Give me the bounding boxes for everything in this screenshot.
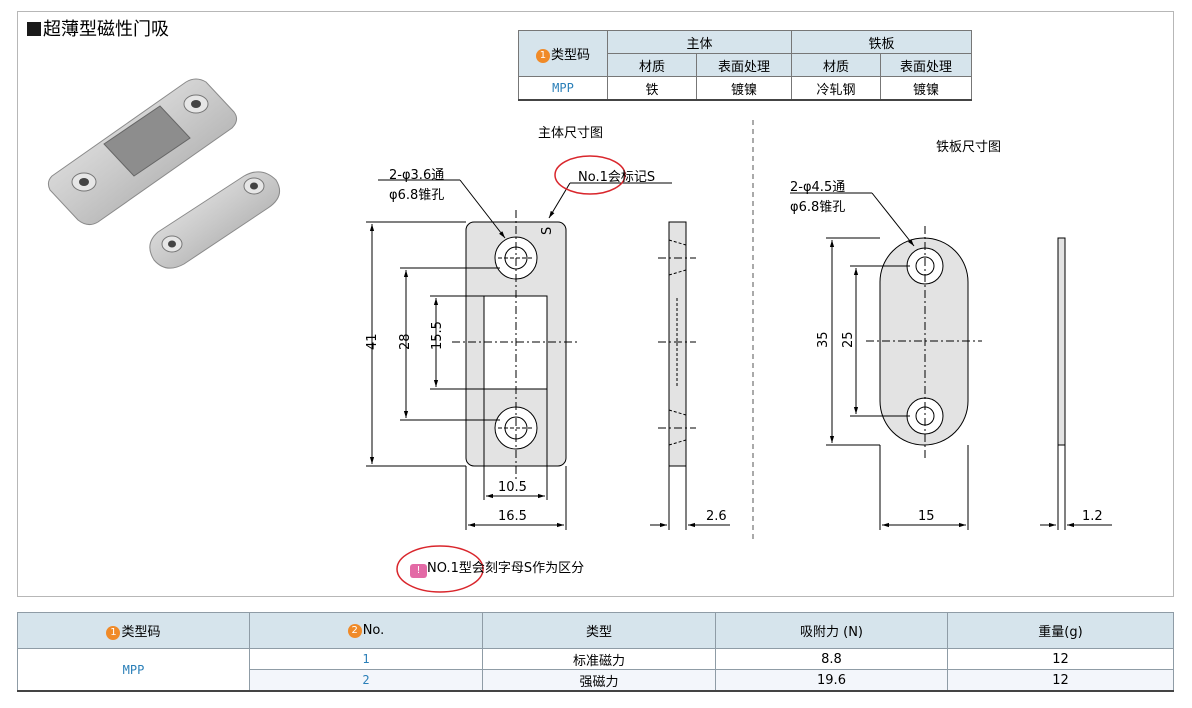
main-dim-lines: [366, 179, 672, 530]
type-header: 类型: [482, 612, 716, 649]
dim-15: 15: [918, 509, 935, 524]
dim-15-5: 15.5: [430, 321, 445, 350]
no-cell: 1: [249, 648, 483, 670]
plate-countersink-label: φ6.8锥孔: [790, 200, 846, 215]
type-cell: 强磁力: [482, 669, 716, 692]
main-body-side-view: [650, 221, 730, 530]
dim-1-2: 1.2: [1082, 509, 1103, 524]
plate-hole-label: 2-φ4.5通: [790, 180, 846, 195]
dim-28: 28: [398, 333, 413, 350]
material-header-2: 材质: [791, 53, 881, 77]
no-cell: 2: [249, 669, 483, 692]
square-bullet-icon: [27, 22, 41, 36]
weight-cell: 12: [947, 669, 1174, 692]
main-body-front-view: [452, 210, 580, 480]
weight-header: 重量(g): [947, 612, 1174, 649]
main-caption: 主体尺寸图: [538, 126, 604, 141]
s-mark: S: [540, 227, 555, 235]
plate-surface-cell: 镀镍: [880, 76, 972, 101]
plate-caption: 铁板尺寸图: [936, 140, 1002, 155]
mark-note: No.1会标记S: [578, 170, 656, 185]
iron-plate-header: 铁板: [791, 30, 972, 54]
dim-2-6: 2.6: [706, 509, 727, 524]
highlight-circle-2: [396, 545, 484, 593]
force-header: 吸附力 (N): [715, 612, 948, 649]
main-hole-label: 2-φ3.6通: [389, 168, 445, 183]
info-icon: !: [410, 564, 427, 578]
weight-cell: 12: [947, 648, 1174, 670]
dim-16-5: 16.5: [498, 509, 527, 524]
force-cell: 19.6: [715, 669, 948, 692]
material-header: 材质: [607, 53, 697, 77]
number-badge-icon: 1: [535, 49, 550, 63]
surface-header-2: 表面处理: [880, 53, 972, 77]
code-cell: MPP: [518, 76, 608, 101]
product-photo: [47, 78, 281, 269]
dim-41: 41: [365, 333, 380, 350]
code-cell: MPP: [17, 648, 250, 692]
surface-header: 表面处理: [696, 53, 792, 77]
number-badge-icon: 1: [106, 626, 121, 640]
product-frame: [17, 11, 1174, 597]
iron-plate-side-view: [1040, 237, 1112, 530]
type-cell: 标准磁力: [482, 648, 716, 670]
page-title: 超薄型磁性门吸: [27, 17, 169, 43]
iron-plate-front-view: [790, 192, 982, 530]
highlight-circle: [554, 155, 626, 195]
bottom-note: !NO.1型会刻字母S作为区分: [410, 560, 584, 578]
plate-material-cell: 冷轧钢: [791, 76, 881, 101]
main-countersink-label: φ6.8锥孔: [389, 188, 445, 203]
dim-10-5: 10.5: [498, 480, 527, 495]
number-badge-icon: 2: [347, 624, 362, 638]
force-cell: 8.8: [715, 648, 948, 670]
dim-35: 35: [816, 331, 831, 348]
body-surface-cell: 镀镍: [696, 76, 792, 101]
dim-25: 25: [841, 331, 856, 348]
